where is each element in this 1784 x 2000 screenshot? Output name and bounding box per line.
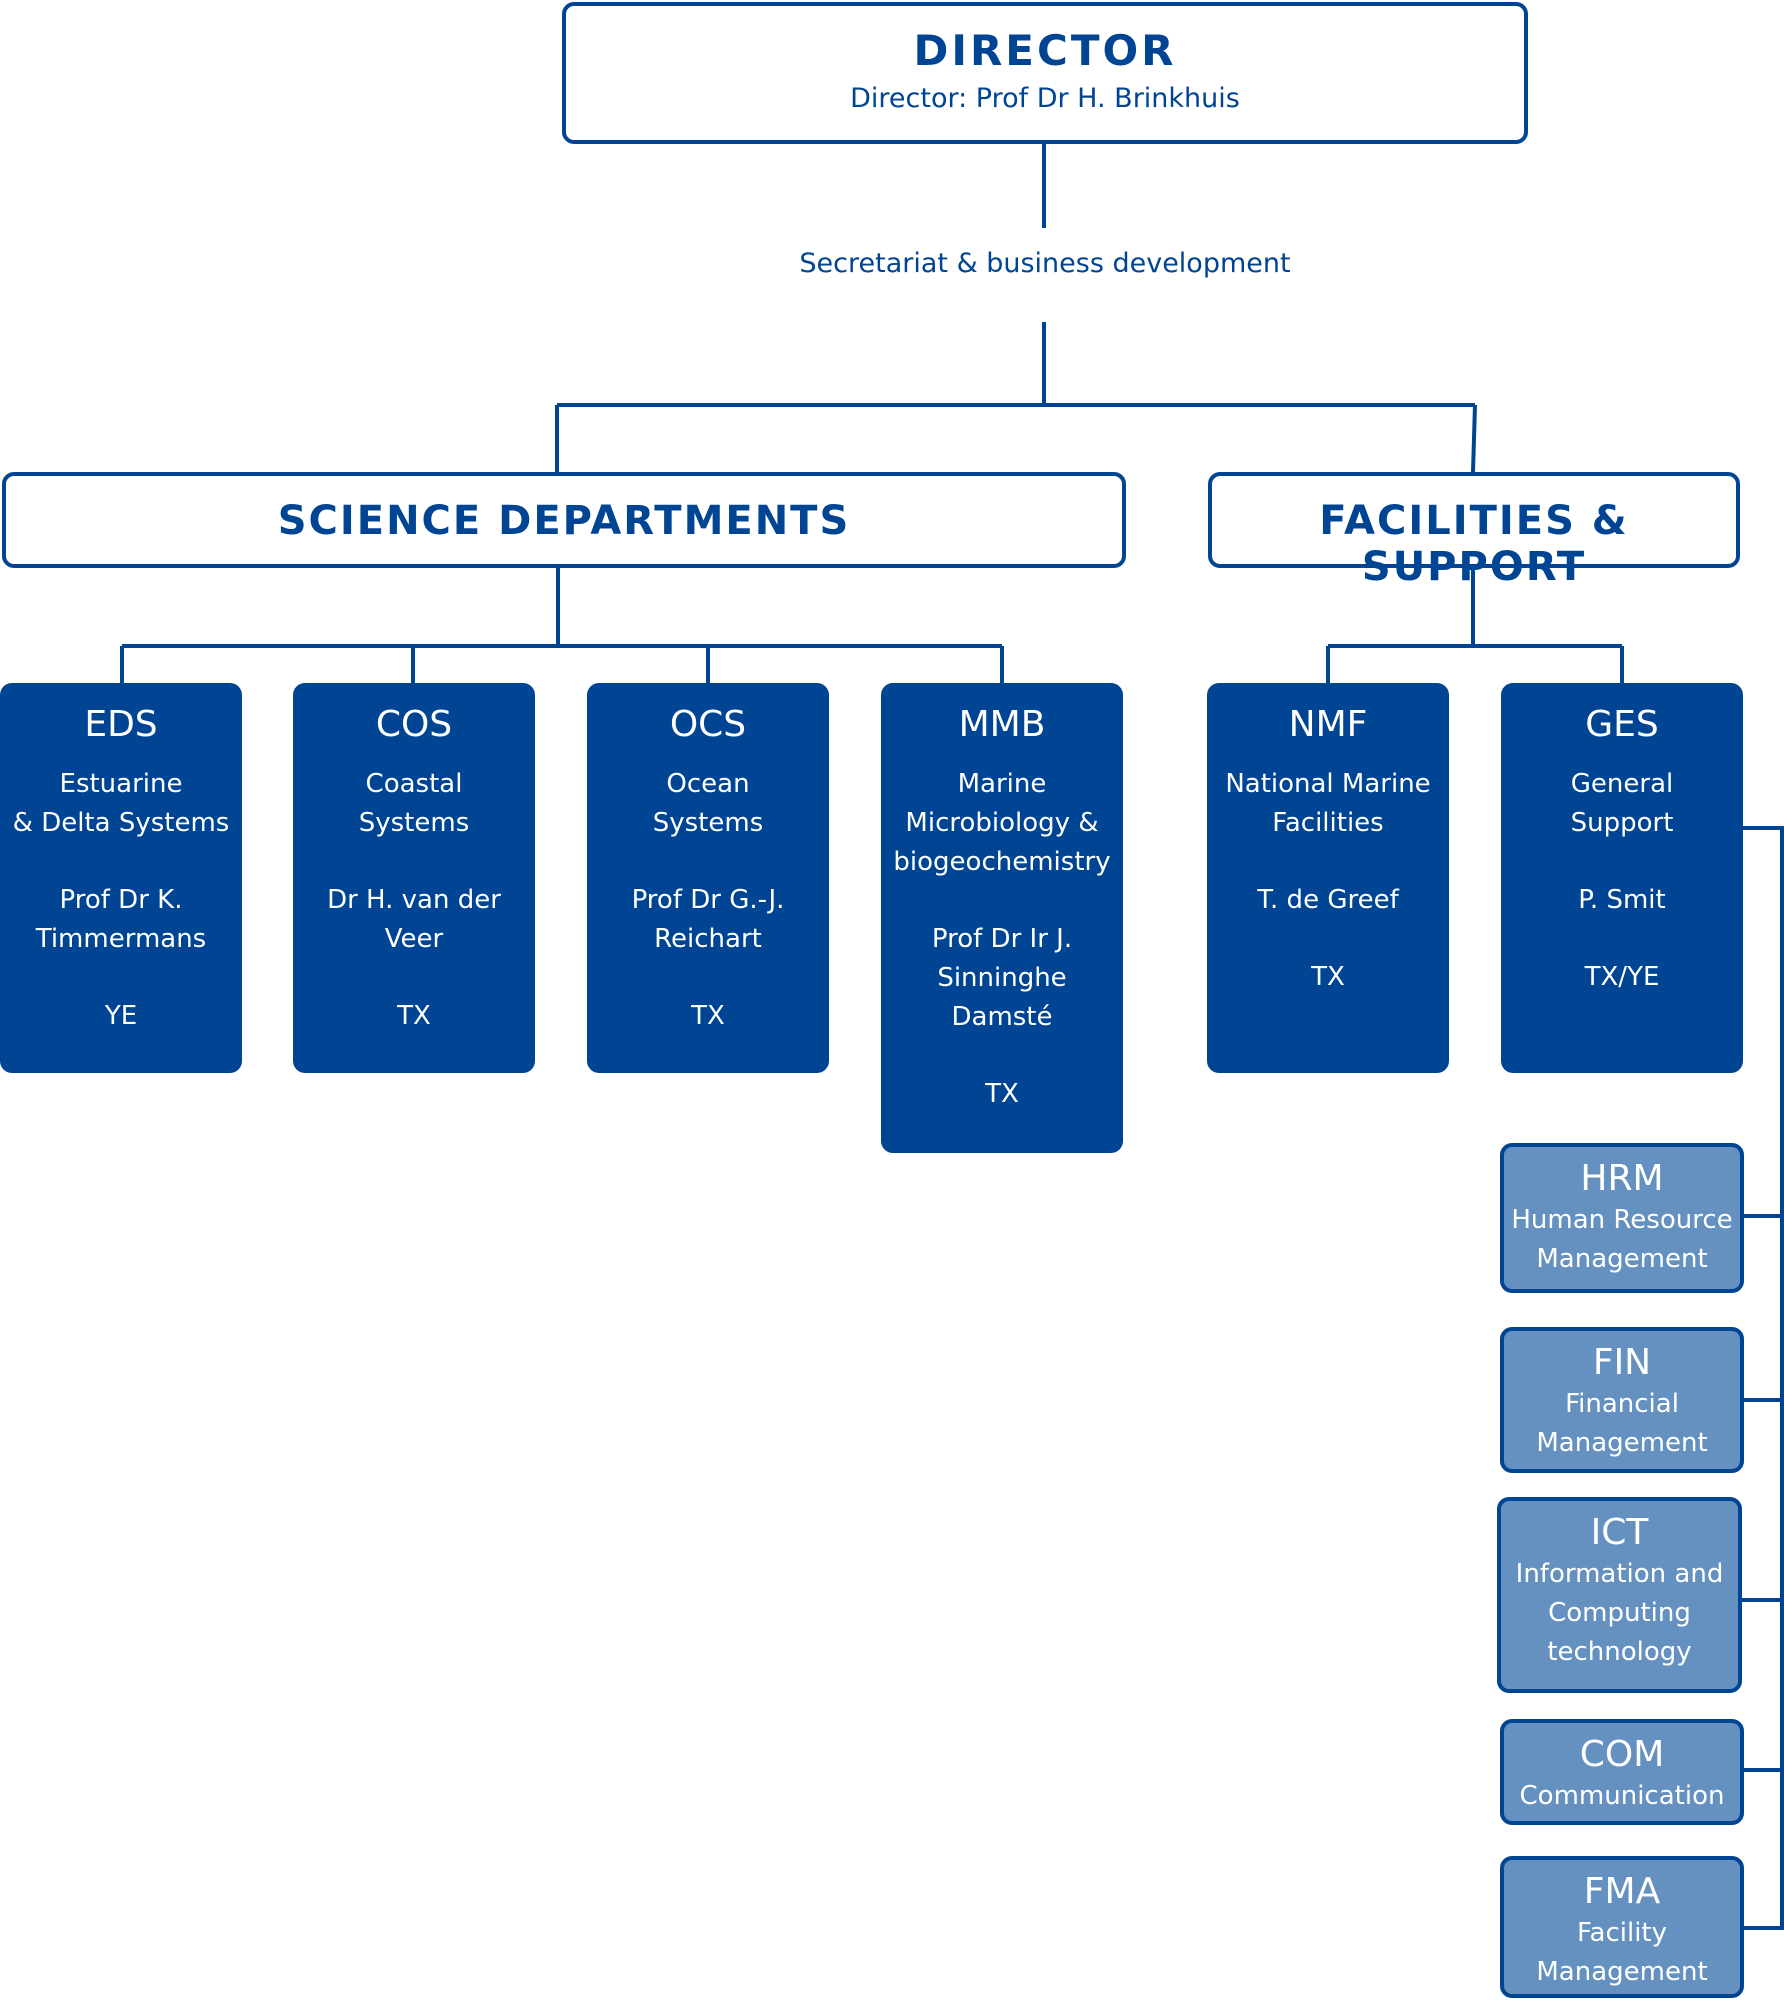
facilities-support-title: FACILITIES & SUPPORT	[1319, 498, 1629, 590]
dept-mmb: MMB Marine Microbiology & biogeochemistr…	[881, 683, 1123, 1153]
dept-code: EDS	[84, 704, 158, 745]
director-title: DIRECTOR	[913, 26, 1177, 75]
dept-head: Prof Dr K. Timmermans	[35, 885, 207, 954]
dept-name: National Marine Facilities	[1225, 769, 1431, 838]
dept-code: GES	[1585, 704, 1659, 745]
dept-cos: COS Coastal Systems Dr H. van der Veer T…	[293, 683, 535, 1073]
dept-location: TX	[985, 1079, 1019, 1109]
dept-nmf: NMF National Marine Facilities T. de Gre…	[1207, 683, 1449, 1073]
support-name: Financial Management	[1536, 1389, 1708, 1458]
support-com: COM Communication	[1500, 1719, 1744, 1825]
dept-head: P. Smit	[1578, 885, 1666, 915]
director-subtitle: Director: Prof Dr H. Brinkhuis	[850, 83, 1240, 114]
support-fma: FMA Facility Management	[1500, 1856, 1744, 1998]
dept-head: T. de Greef	[1257, 885, 1399, 915]
connector-ges-right-rail	[1740, 826, 1784, 1930]
support-name: Communication	[1519, 1781, 1725, 1811]
dept-location: TX	[397, 1001, 431, 1031]
dept-name: Coastal Systems	[358, 769, 470, 838]
director-box: DIRECTOR Director: Prof Dr H. Brinkhuis	[562, 2, 1528, 144]
support-name: Human Resource Management	[1511, 1205, 1733, 1274]
dept-name: Estuarine & Delta Systems	[12, 769, 230, 838]
science-departments-title: SCIENCE DEPARTMENTS	[277, 498, 851, 544]
dept-code: MMB	[958, 704, 1046, 745]
dept-head: Prof Dr G.-J. Reichart	[631, 885, 785, 954]
support-code: ICT	[1590, 1512, 1649, 1553]
secretariat-label: Secretariat & business development	[799, 248, 1291, 279]
dept-location: TX	[691, 1001, 725, 1031]
dept-name: General Support	[1570, 769, 1674, 838]
dept-code: COS	[375, 704, 453, 745]
dept-head: Prof Dr Ir J. Sinninghe Damsté	[931, 924, 1073, 1032]
science-departments-box: SCIENCE DEPARTMENTS	[2, 472, 1126, 568]
dept-code: NMF	[1288, 704, 1368, 745]
dept-head: Dr H. van der Veer	[327, 885, 501, 954]
dept-location: YE	[104, 1001, 138, 1031]
support-code: HRM	[1580, 1158, 1664, 1199]
dept-ocs: OCS Ocean Systems Prof Dr G.-J. Reichart…	[587, 683, 829, 1073]
support-code: FMA	[1583, 1871, 1661, 1912]
facilities-support-box: FACILITIES & SUPPORT	[1208, 472, 1740, 590]
dept-code: OCS	[669, 704, 747, 745]
connector-to-facilities	[1471, 404, 1477, 473]
dept-name: Ocean Systems	[652, 769, 764, 838]
support-code: FIN	[1592, 1342, 1652, 1383]
support-fin: FIN Financial Management	[1500, 1327, 1744, 1473]
dept-location: TX/YE	[1584, 962, 1660, 992]
support-code: COM	[1579, 1734, 1665, 1775]
support-name: Facility Management	[1536, 1918, 1708, 1987]
dept-name: Marine Microbiology & biogeochemistry	[893, 769, 1111, 877]
support-name: Information and Computing technology	[1515, 1559, 1724, 1667]
dept-ges: GES General Support P. Smit TX/YE	[1501, 683, 1743, 1073]
support-hrm: HRM Human Resource Management	[1500, 1143, 1744, 1293]
dept-location: TX	[1311, 962, 1345, 992]
dept-eds: EDS Estuarine & Delta Systems Prof Dr K.…	[0, 683, 242, 1073]
support-ict: ICT Information and Computing technology	[1497, 1497, 1742, 1693]
